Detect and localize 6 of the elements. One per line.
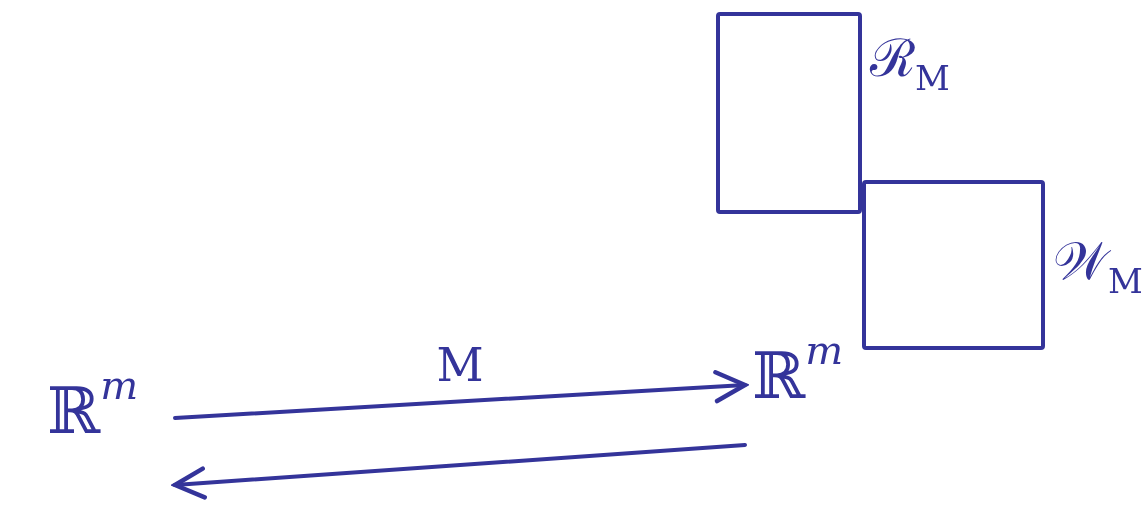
arrow xyxy=(173,370,748,420)
space-label: ℝ$^{m}$ xyxy=(46,365,139,443)
arrow xyxy=(172,443,747,500)
region-label: 𝒲$_{M}$ xyxy=(1053,235,1143,298)
region-label: ℛ$_{M}$ xyxy=(870,32,950,95)
space-label: ℝ$^{m}$ xyxy=(751,330,844,408)
